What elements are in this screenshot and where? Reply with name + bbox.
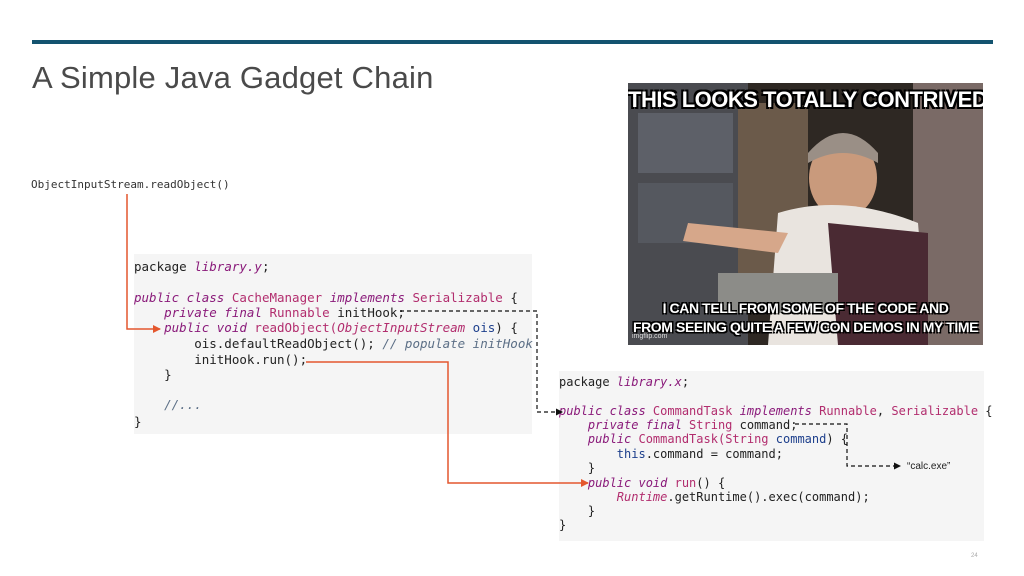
meme-bottom-line: FROM SEEING QUITE A FEW CON DEMOS IN MY … [632,319,979,335]
meme-top-caption: THIS LOOKS TOTALLY CONTRIVED [628,87,983,112]
code-line: ois.defaultReadObject(); // populate ini… [134,336,533,351]
code-line: } [559,504,596,518]
meme-image: THIS LOOKS TOTALLY CONTRIVED I CAN TELL … [628,83,983,345]
meme-scene [628,83,983,345]
code-line: this.command = command; [616,447,783,461]
entry-call-label: ObjectInputStream.readObject() [31,178,230,191]
meme-bottom-line: I CAN TELL FROM SOME OF THE CODE AND [662,300,949,316]
calc-exe-label: “calc.exe” [907,461,951,472]
accent-bar [32,40,993,44]
code-line: Runtime.getRuntime().exec(command); [616,490,870,504]
slide-title: A Simple Java Gadget Chain [32,60,434,95]
code-line: //... [134,397,202,412]
arrow-inithook-run-to-run [306,361,589,487]
code-line: public CommandTask(String command) { [559,432,849,446]
meme-watermark: imgflip.com [632,333,668,340]
code-line: public void run() { [559,476,726,490]
code-line: } [559,518,567,532]
code-line: } [134,367,172,382]
code-line: private final String command; [559,418,798,432]
page-number: 24 [971,553,978,559]
code-line: } [559,461,596,475]
code-block-cache-manager: package library.y; public class CacheMan… [134,254,533,434]
code-line: public void readObject(ObjectInputStream… [134,320,518,335]
arrow-command-to-calc [795,423,901,470]
arrow-entry-to-readobject [126,194,161,333]
meme-bottom-caption: I CAN TELL FROM SOME OF THE CODE AND FRO… [628,299,983,337]
code-line: package library.x; [559,375,690,389]
code-line: public class CommandTask implements Runn… [559,404,993,418]
code-line: } [134,414,142,429]
code-line: initHook.run(); [134,352,308,367]
code-line: public class CacheManager implements Ser… [134,290,518,305]
code-line: package library.y; [134,259,270,274]
code-block-command-task: package library.x; public class CommandT… [559,371,993,541]
code-line: private final Runnable initHook; [134,305,405,320]
